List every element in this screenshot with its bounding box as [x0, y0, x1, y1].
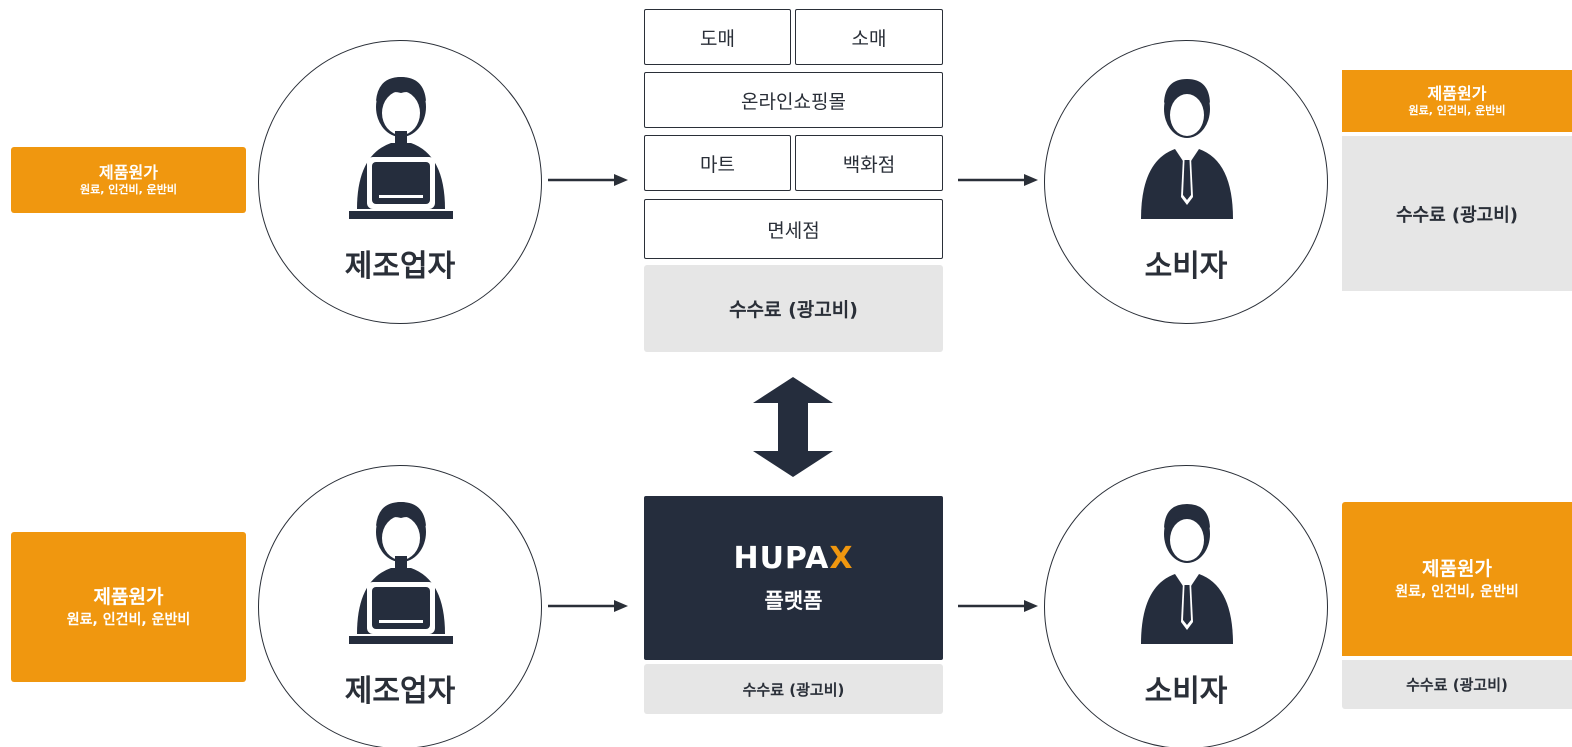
top-right-cost-box: 제품원가 원료, 인건비, 운반비 — [1342, 70, 1572, 132]
cost-detail: 원료, 인건비, 운반비 — [1395, 584, 1519, 600]
top-right-fee-box: 수수료 (광고비) — [1342, 136, 1572, 291]
bottom-right-cost-box: 제품원가 원료, 인건비, 운반비 — [1342, 502, 1572, 656]
cost-title: 제품원가 — [93, 586, 164, 608]
channel-wholesale: 도매 — [644, 9, 791, 65]
person-laptop-icon — [349, 502, 453, 644]
manufacturer-label: 제조업자 — [344, 249, 456, 284]
arrow-right-icon — [548, 174, 628, 186]
cost-detail: 원료, 인건비, 운반비 — [1408, 104, 1506, 117]
channel-fee-box: 수수료 (광고비) — [644, 265, 943, 352]
top-manufacturer-circle: 제조업자 — [258, 40, 542, 324]
top-consumer-circle: 소비자 — [1044, 40, 1328, 324]
logo-main: HUPA — [733, 541, 830, 576]
bottom-manufacturer-circle: 제조업자 — [258, 465, 542, 747]
channel-department-store: 백화점 — [795, 135, 943, 191]
logo-x: X — [829, 541, 854, 576]
cost-detail: 원료, 인건비, 운반비 — [80, 183, 177, 196]
arrow-right-icon — [548, 600, 628, 612]
hupax-logo: HUPAX — [733, 541, 853, 577]
cost-detail: 원료, 인건비, 운반비 — [66, 612, 191, 628]
bottom-left-cost-box: 제품원가 원료, 인건비, 운반비 — [11, 532, 246, 682]
bottom-consumer-circle: 소비자 — [1044, 465, 1328, 747]
consumer-label: 소비자 — [1144, 249, 1228, 284]
double-arrow-vertical-icon — [753, 377, 833, 477]
platform-fee-box: 수수료 (광고비) — [644, 664, 943, 714]
hupax-platform-box: HUPAX 플랫폼 — [644, 496, 943, 660]
arrow-right-icon — [958, 600, 1038, 612]
channel-retail: 소매 — [795, 9, 943, 65]
channel-duty-free: 면세점 — [644, 199, 943, 259]
person-laptop-icon — [349, 77, 453, 219]
person-suit-icon — [1141, 504, 1233, 644]
consumer-label: 소비자 — [1144, 674, 1228, 709]
cost-title: 제품원가 — [1422, 558, 1492, 580]
channel-online-mall: 온라인쇼핑몰 — [644, 72, 943, 128]
cost-title: 제품원가 — [1427, 84, 1487, 103]
channel-mart: 마트 — [644, 135, 791, 191]
top-left-cost-box: 제품원가 원료, 인건비, 운반비 — [11, 147, 246, 213]
manufacturer-label: 제조업자 — [344, 674, 456, 709]
cost-title: 제품원가 — [99, 163, 158, 182]
arrow-right-icon — [958, 174, 1038, 186]
platform-label: 플랫폼 — [764, 589, 823, 613]
bottom-right-fee-box: 수수료 (광고비) — [1342, 660, 1572, 709]
person-suit-icon — [1141, 79, 1233, 219]
